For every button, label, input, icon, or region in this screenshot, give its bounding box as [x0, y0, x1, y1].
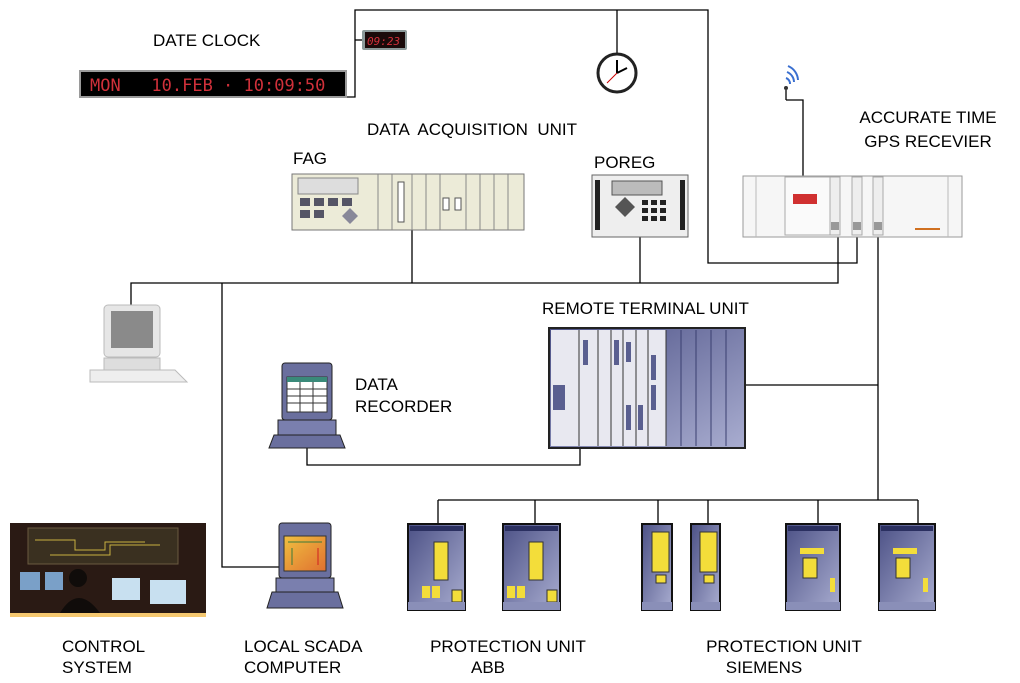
protection-unit-abb-1	[407, 523, 466, 611]
protection-unit-abb-2	[502, 523, 561, 611]
protection-abb-label-line2: ABB	[471, 658, 505, 677]
small-clock-display: 09:23	[362, 30, 407, 50]
control-room-photo	[10, 523, 206, 617]
protection-unit-siemens-2	[690, 523, 721, 611]
local-scada-computer-icon	[266, 522, 344, 609]
data-recorder-computer-icon	[268, 362, 346, 449]
protection-siemens-label-line1: PROTECTION UNIT	[706, 637, 862, 656]
remote-terminal-unit-rack	[548, 327, 746, 449]
local-scada-label-line1: LOCAL SCADA	[244, 637, 363, 656]
local-scada-label-line2: COMPUTER	[244, 658, 341, 677]
poreg-unit	[591, 174, 689, 238]
date-clock-label: DATE CLOCK	[153, 31, 261, 50]
fag-rack	[291, 173, 525, 231]
control-system-label-line2: SYSTEM	[62, 658, 132, 677]
gps-receiver-label-line2: GPS RECEVIER	[864, 132, 992, 151]
protection-abb-label-line1: PROTECTION UNIT	[430, 637, 586, 656]
wire-local-scada	[221, 283, 279, 568]
gps-receiver-rack	[742, 175, 963, 238]
fag-label: FAG	[293, 149, 327, 168]
wire-antenna-gps	[786, 99, 804, 178]
connection-wires	[130, 9, 919, 568]
wire-data-recorder	[306, 448, 581, 466]
small-clock-led-text: 09:23	[367, 35, 400, 48]
protection-unit-siemens-3	[785, 523, 841, 611]
rtu-label: REMOTE TERMINAL UNIT	[542, 299, 749, 318]
date-clock-display: MON 10.FEB · 10:09:50	[79, 70, 347, 98]
gps-receiver-label-line1: ACCURATE TIME	[859, 108, 996, 127]
date-clock-led-text: MON 10.FEB · 10:09:50	[90, 76, 325, 96]
protection-unit-siemens-4	[878, 523, 936, 611]
workstation-pc-icon	[89, 304, 189, 383]
protection-unit-siemens-1	[641, 523, 673, 611]
wall-clock-icon	[596, 52, 638, 94]
data-recorder-label-line2: RECORDER	[355, 397, 452, 416]
gps-antenna-icon	[784, 65, 799, 90]
control-system-label-line1: CONTROL	[62, 637, 145, 656]
protection-siemens-label-line2: SIEMENS	[726, 658, 803, 677]
wire-station-bus	[130, 237, 839, 305]
wire-time-sync-top	[346, 9, 858, 264]
data-acquisition-unit-label: DATA ACQUISITION UNIT	[367, 120, 577, 139]
data-recorder-label-line1: DATA	[355, 375, 398, 394]
poreg-label: POREG	[594, 153, 655, 172]
